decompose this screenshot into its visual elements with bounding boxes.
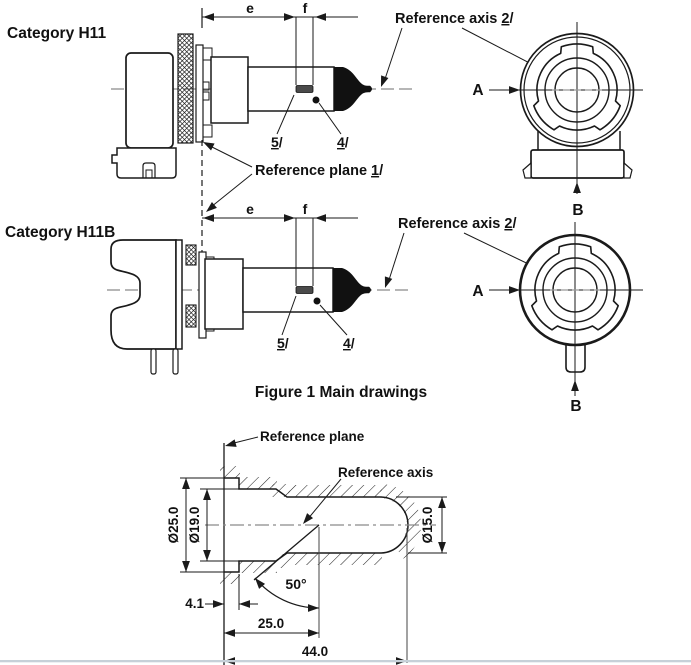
base-section-view: Reference plane Reference axis Ø25.0 Ø19… <box>166 429 447 665</box>
dim-25-label: 25.0 <box>258 616 284 631</box>
figure-caption: Figure 1 Main drawings <box>255 384 427 401</box>
hatch-flange-bottom <box>220 572 240 584</box>
h11-part-callouts: 5/ 4/ <box>271 94 349 150</box>
h11b-part-callouts: 5/ 4/ <box>277 295 355 351</box>
hatch-tube-top <box>288 485 382 497</box>
dim-e-label: e <box>246 0 254 16</box>
h11-side-view <box>111 33 412 179</box>
leader-to-axis <box>387 232 405 284</box>
h11-knurled-ring <box>177 33 194 144</box>
h11b-pin-right <box>172 348 179 375</box>
dim-dia-19: Ø19.0 <box>187 488 239 562</box>
hatch-mid-top <box>239 477 277 489</box>
h11b-glass-bulb <box>242 267 334 313</box>
h11b-body-plate <box>175 239 183 350</box>
base-foot-right <box>623 161 633 179</box>
h11b-knurl-top <box>185 244 197 266</box>
ref-axis-leader <box>306 478 342 521</box>
hatch-mid-bottom <box>239 561 277 573</box>
bulb-note: 4/ <box>343 335 355 351</box>
h11-flange-plate <box>195 44 204 143</box>
h11-connector-body <box>125 52 174 149</box>
h11-glass-bulb <box>247 66 335 112</box>
section-reference-axis-label: Reference axis <box>338 465 433 480</box>
hatch-dome <box>380 483 422 559</box>
leader-upper <box>207 144 253 168</box>
h11b-knurl-bottom <box>185 304 197 328</box>
dia-15-label: Ø15.0 <box>420 507 435 544</box>
h11-flange-tab-mid1 <box>202 81 210 91</box>
filament-leader <box>281 295 297 336</box>
dia-19-label: Ø19.0 <box>187 507 202 544</box>
view-b-label: B <box>570 398 581 415</box>
dim-f-label: f <box>303 0 308 16</box>
dim-angle-50: 50° <box>252 524 320 612</box>
leader-to-axis <box>383 27 403 83</box>
view-a-label: A <box>472 283 483 300</box>
h11b-side-view <box>107 239 412 375</box>
view-a-label: A <box>472 82 483 99</box>
view-b-label: B <box>572 202 583 219</box>
h11b-dimension-e-f: e f <box>202 201 358 286</box>
h11-connector-latch <box>142 162 156 178</box>
keying-lobes <box>531 243 619 331</box>
dim-4-1-label: 4.1 <box>185 596 204 611</box>
angle-50-label: 50° <box>285 576 306 592</box>
category-h11b-label: Category H11B <box>5 224 115 241</box>
filament-note: 5/ <box>277 335 289 351</box>
h11-flange-tab-mid2 <box>202 91 210 101</box>
h11b-end-view: A B <box>472 222 643 415</box>
dim-dia-15: Ø15.0 <box>396 496 447 554</box>
h11b-bulb-black-tip <box>333 268 371 312</box>
h11-base-neck <box>210 56 249 124</box>
h11b-pin-left <box>150 348 157 375</box>
dim-e-label: e <box>246 201 254 217</box>
dim-44-0: 44.0 <box>224 528 408 665</box>
h11-row: Category H11 <box>7 0 643 333</box>
hatch-taper-bottom <box>274 554 290 568</box>
h11-flange-tab-top <box>202 47 213 61</box>
h11b-bulb-leader-dot <box>313 297 321 305</box>
filament-note: 5/ <box>271 134 283 150</box>
dim-25-0: 25.0 <box>224 527 320 638</box>
leader-lower <box>210 173 253 208</box>
page-edge-line <box>0 660 691 663</box>
h11-bulb-black-tip <box>334 67 372 111</box>
bulb-note: 4/ <box>337 134 349 150</box>
h11-filament <box>295 85 314 93</box>
h11-latch-detail <box>145 169 153 179</box>
base-foot-left <box>522 161 532 179</box>
keying-lobes <box>533 43 621 131</box>
h11b-filament <box>295 286 314 294</box>
category-h11-label: Category H11 <box>7 25 106 42</box>
h11b-body <box>110 239 177 350</box>
hatch-flange-top <box>220 466 240 478</box>
dim-dia-25: Ø25.0 <box>166 477 224 573</box>
dim-4-1: 4.1 <box>185 574 258 611</box>
hatch-tube-bottom <box>290 553 382 565</box>
dim-44-label: 44.0 <box>302 644 328 659</box>
section-reference-plane-label: Reference plane <box>260 429 365 444</box>
dia-25-label: Ø25.0 <box>166 507 181 544</box>
h11-dimension-e-f: e f <box>202 0 358 85</box>
h11-end-view: A B <box>472 22 643 219</box>
bulb-leader <box>319 304 348 336</box>
hatch-taper-top <box>272 484 290 497</box>
h11-flange-tab-bottom <box>202 124 213 138</box>
h11-bulb-leader-dot <box>312 96 320 104</box>
h11b-row: Category H11B e f <box>5 201 643 415</box>
bulb-leader <box>318 102 342 135</box>
filament-leader <box>276 94 295 135</box>
dim-f-label: f <box>303 201 308 217</box>
h11b-base-neck <box>204 258 244 330</box>
